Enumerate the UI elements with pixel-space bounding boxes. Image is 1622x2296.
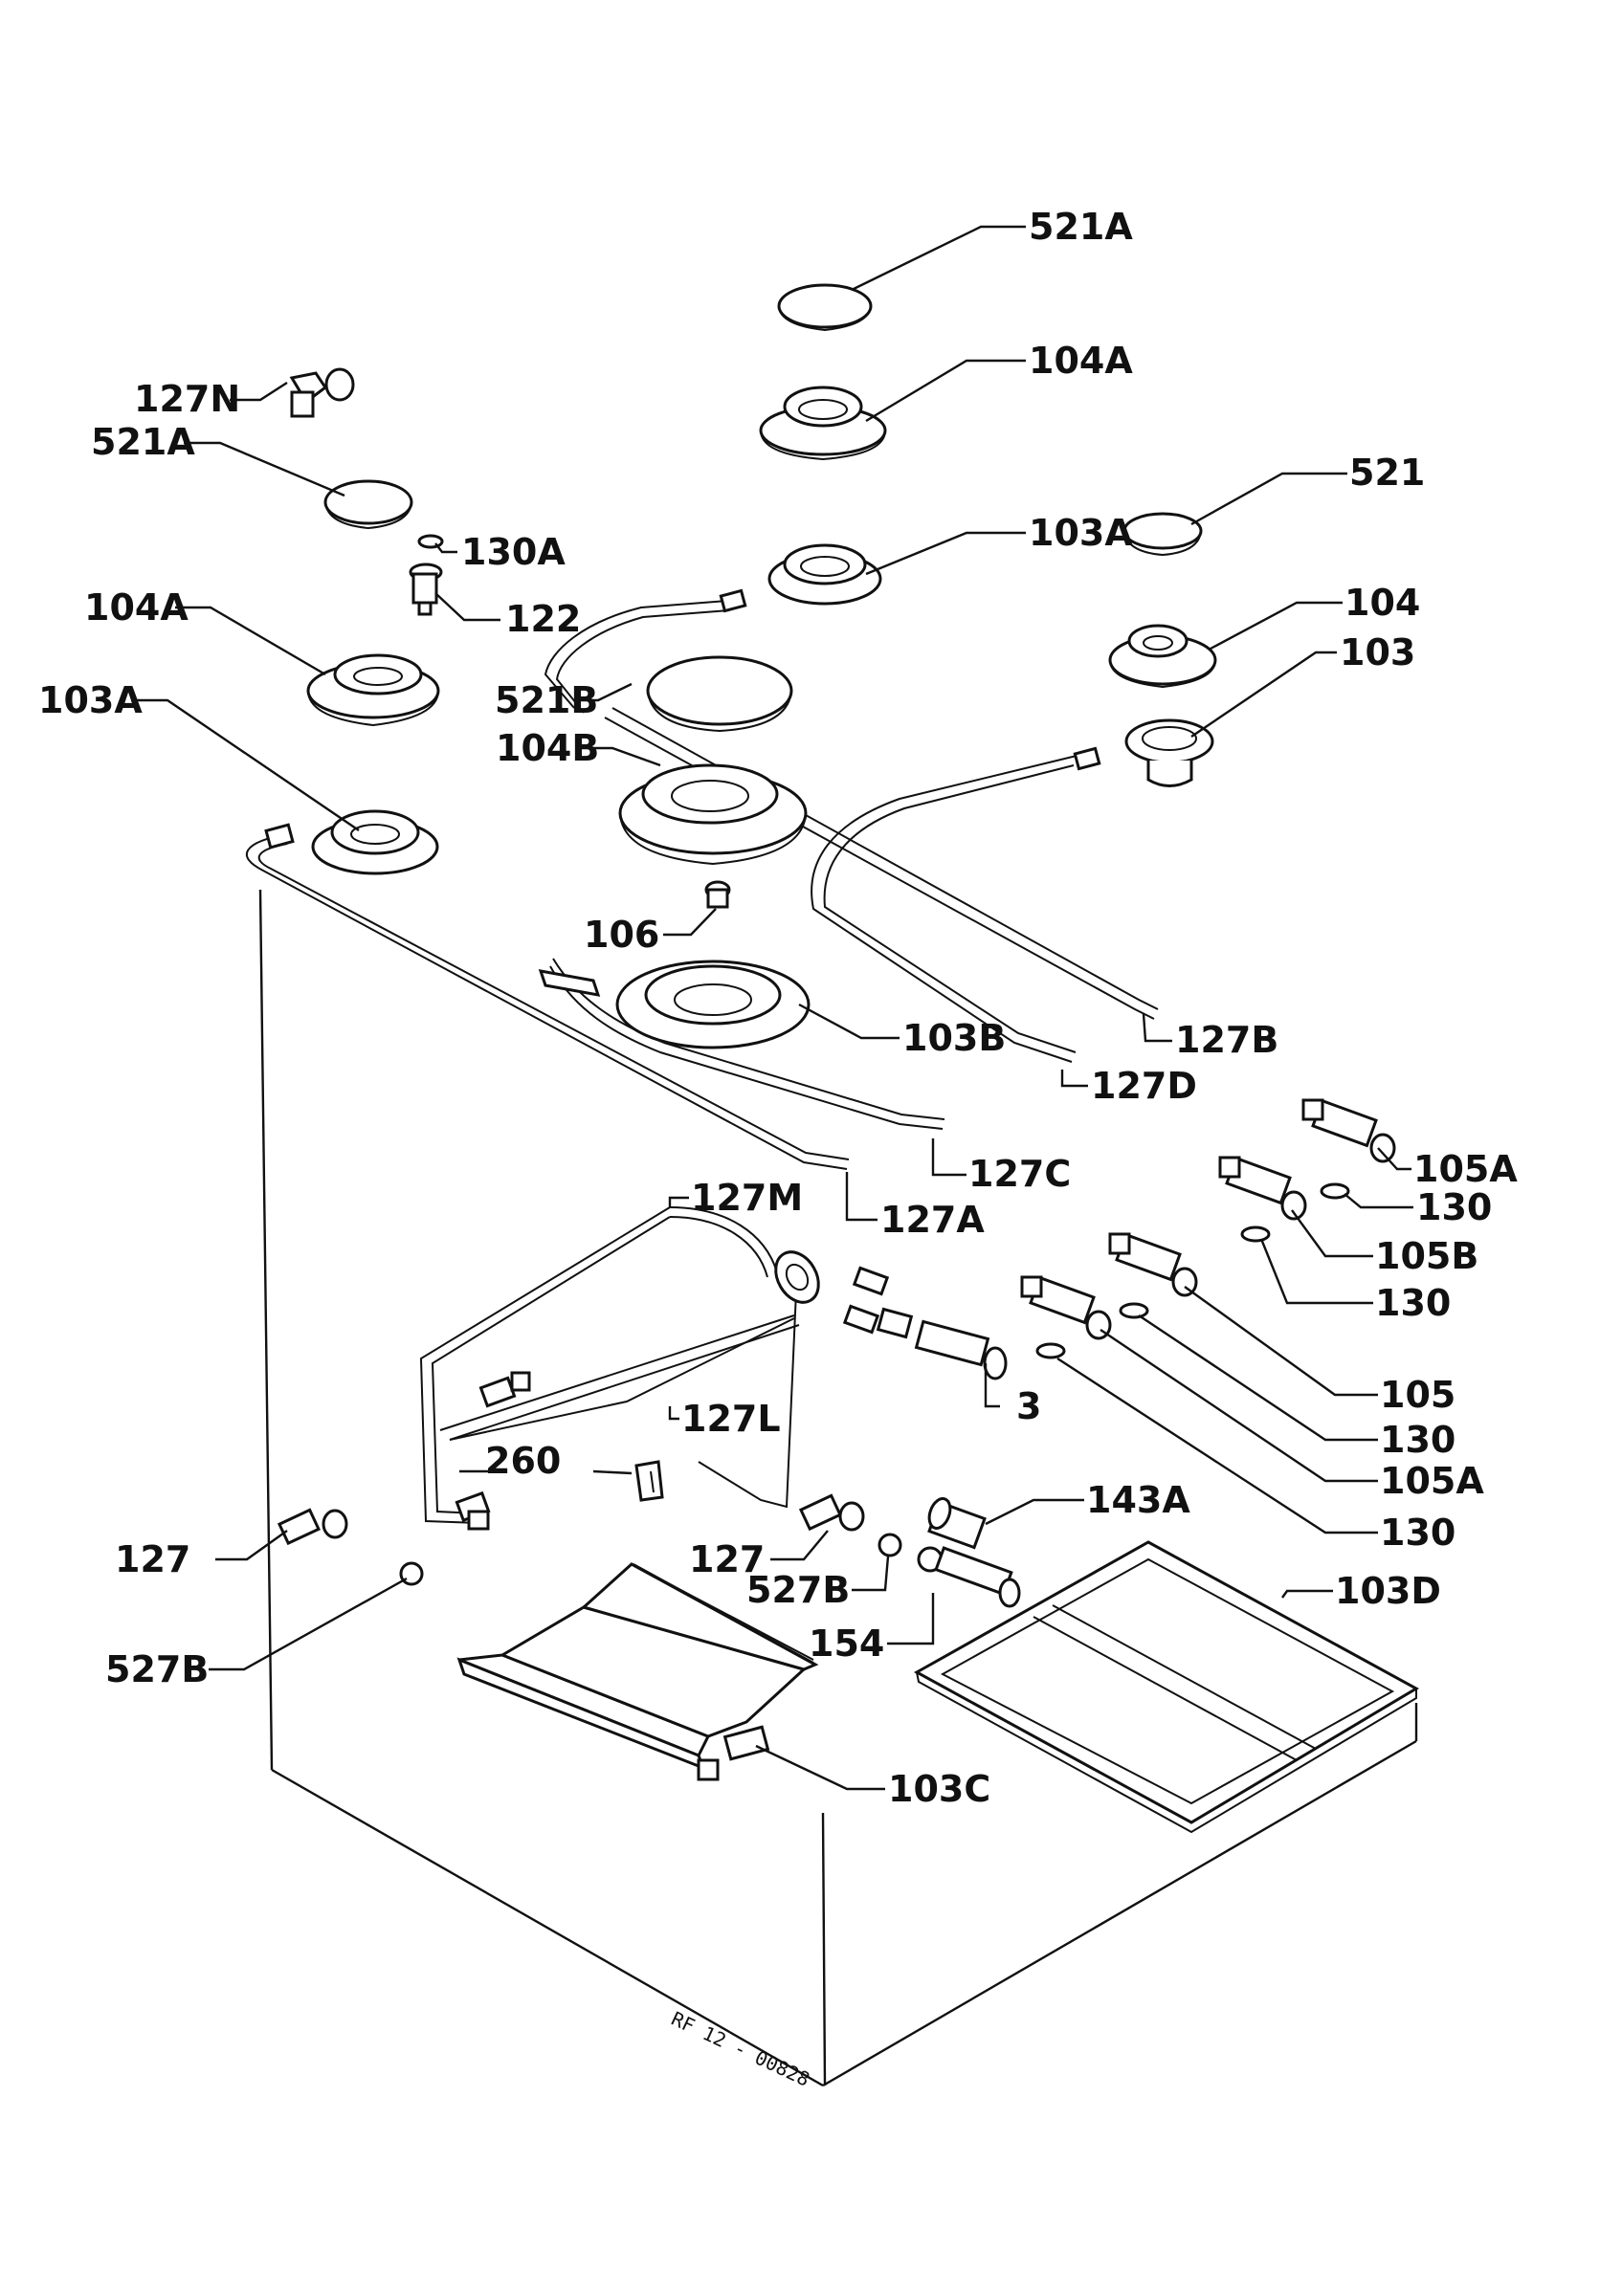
label-127A: 127A — [880, 1199, 985, 1241]
burner-base-103A-left — [264, 809, 439, 875]
burner-base-103 — [1073, 718, 1214, 787]
burner-cap-521A-left — [323, 479, 413, 530]
label-127D: 127D — [1091, 1065, 1197, 1107]
label-521: 521 — [1349, 452, 1425, 494]
label-103A-left: 103A — [38, 679, 143, 721]
fitting-127M-end — [455, 1490, 491, 1531]
label-143A: 143A — [1086, 1479, 1190, 1521]
label-130-b: 130 — [1375, 1282, 1451, 1324]
label-104A-top: 104A — [1029, 340, 1133, 382]
elbow-fitting-127-mid — [798, 1493, 865, 1532]
gas-tap-3 — [876, 1307, 1008, 1380]
tray-103D — [913, 1540, 1420, 1834]
washer-130-a — [1320, 1182, 1350, 1200]
elbow-fitting-127-left — [277, 1508, 348, 1546]
leader-lines — [131, 225, 1413, 1791]
gas-tap-105 — [1108, 1232, 1198, 1297]
label-527B-mid: 527B — [746, 1569, 850, 1611]
label-130A: 130A — [461, 531, 566, 573]
label-521B: 521B — [495, 679, 598, 721]
label-105: 105 — [1380, 1374, 1455, 1416]
label-127-left: 127 — [115, 1538, 190, 1580]
label-127B: 127B — [1175, 1019, 1278, 1061]
label-103D: 103D — [1335, 1570, 1441, 1612]
label-105A-top: 105A — [1413, 1148, 1518, 1190]
label-521A-top: 521A — [1029, 206, 1133, 248]
burner-cap-521 — [1122, 512, 1203, 557]
label-127C: 127C — [968, 1153, 1071, 1195]
label-103A-top: 103A — [1029, 512, 1133, 554]
sleeve-143A — [927, 1497, 987, 1550]
label-122: 122 — [505, 598, 581, 640]
label-106: 106 — [584, 914, 659, 956]
burner-base-103A-top — [719, 543, 882, 613]
drawing-code: RF 12 - 00828 — [668, 2007, 813, 2091]
burner-cap-521B — [646, 655, 793, 733]
fitting-127L — [478, 1371, 531, 1408]
label-103B: 103B — [902, 1017, 1006, 1059]
label-127L: 127L — [681, 1398, 781, 1440]
label-154: 154 — [809, 1623, 884, 1665]
burner-cap-521A-top — [777, 283, 873, 332]
label-3: 3 — [1016, 1385, 1041, 1427]
injector-106 — [704, 880, 731, 909]
clip-260 — [634, 1460, 664, 1502]
washer-130-b — [1240, 1225, 1271, 1243]
label-130-c: 130 — [1380, 1419, 1455, 1461]
oven-burner-103C — [456, 1562, 819, 1781]
washer-130-d — [1035, 1342, 1066, 1359]
burner-crown-104 — [1108, 624, 1217, 689]
fitting-154 — [917, 1546, 1021, 1608]
label-127M: 127M — [691, 1177, 803, 1219]
gas-tap-105B — [1218, 1156, 1307, 1221]
washer-130-c — [1119, 1302, 1149, 1319]
burner-crown-104A-top — [759, 386, 887, 461]
burner-base-103B — [538, 960, 811, 1049]
label-127-mid: 127 — [689, 1538, 765, 1580]
washer-130A — [417, 534, 444, 549]
label-105A-mid: 105A — [1380, 1460, 1484, 1502]
gas-tap-105A-mid — [1020, 1275, 1112, 1340]
gas-tap-105A-top — [1301, 1098, 1396, 1163]
nut-527B-mid — [878, 1533, 902, 1557]
cabinet-body — [258, 889, 1418, 2087]
label-104: 104 — [1344, 582, 1420, 624]
injector-122 — [409, 563, 443, 616]
burner-crown-104A-left — [306, 653, 440, 727]
label-260: 260 — [485, 1440, 561, 1482]
label-521A-left: 521A — [91, 421, 195, 463]
label-104A-left: 104A — [84, 586, 189, 629]
thermocouple-head-127M — [774, 1250, 890, 1335]
label-104B: 104B — [496, 727, 599, 769]
elbow-fitting-127N — [289, 367, 355, 418]
label-127N: 127N — [134, 378, 240, 420]
label-130-a: 130 — [1416, 1186, 1492, 1228]
label-130-d: 130 — [1380, 1512, 1455, 1554]
label-527B-left: 527B — [105, 1648, 209, 1690]
burner-crown-104B — [618, 763, 808, 866]
label-103: 103 — [1340, 631, 1415, 673]
label-105B: 105B — [1375, 1235, 1478, 1277]
label-103C: 103C — [888, 1768, 990, 1810]
